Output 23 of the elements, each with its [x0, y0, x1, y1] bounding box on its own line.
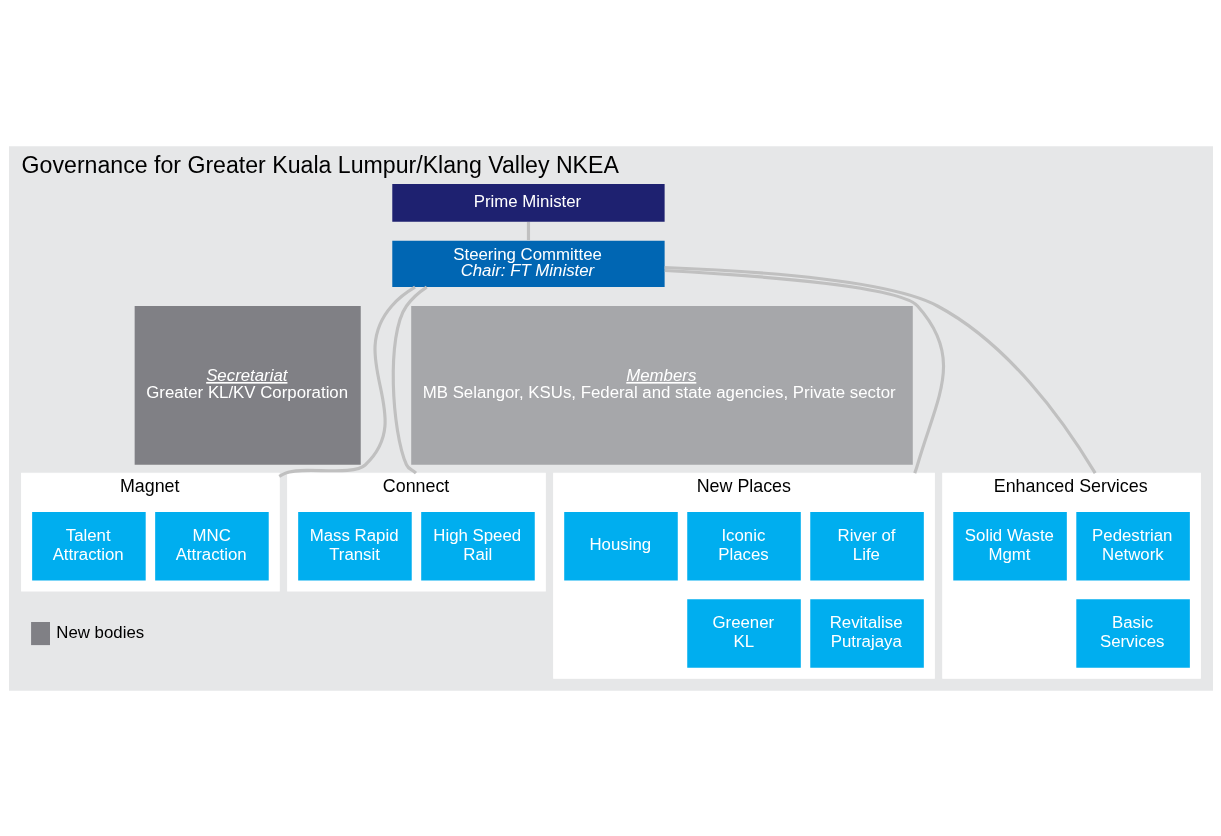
node-box: Members MB Selangor, KSUs, Federal and state agencies, Private sector: [410, 305, 913, 465]
node-box: Housing: [563, 511, 678, 580]
node-box: Secretariat Greater KL/KV Corporation: [134, 305, 361, 465]
connector: [278, 285, 416, 478]
node-box: Pedestrian Network: [1075, 511, 1190, 580]
node-box: High Speed Rail: [420, 511, 535, 580]
node-box: Iconic Places: [686, 511, 801, 580]
node-box: Talent Attraction: [31, 511, 146, 580]
legend-label: New bodies: [55, 622, 144, 642]
node-box: Solid Waste Mgmt: [952, 511, 1067, 580]
node-box: Prime Minister: [391, 183, 665, 222]
node-box: MNC Attraction: [154, 511, 269, 580]
node-box: Steering Committee Chair: FT Minister: [391, 240, 665, 287]
node-box: River of Life: [809, 511, 924, 580]
connector: [391, 285, 428, 474]
node-box: Mass Rapid Transit: [297, 511, 412, 580]
diagram-title: Governance for Greater Kuala Lumpur/Klang Valley NKEA: [21, 151, 619, 178]
node-box: Revitalise Putrajaya: [809, 598, 924, 668]
node-box: Basic Services: [1075, 598, 1190, 668]
connector: [664, 265, 1097, 474]
connector: [664, 268, 945, 474]
connector: [526, 221, 530, 240]
node-box: Greener KL: [686, 598, 801, 668]
